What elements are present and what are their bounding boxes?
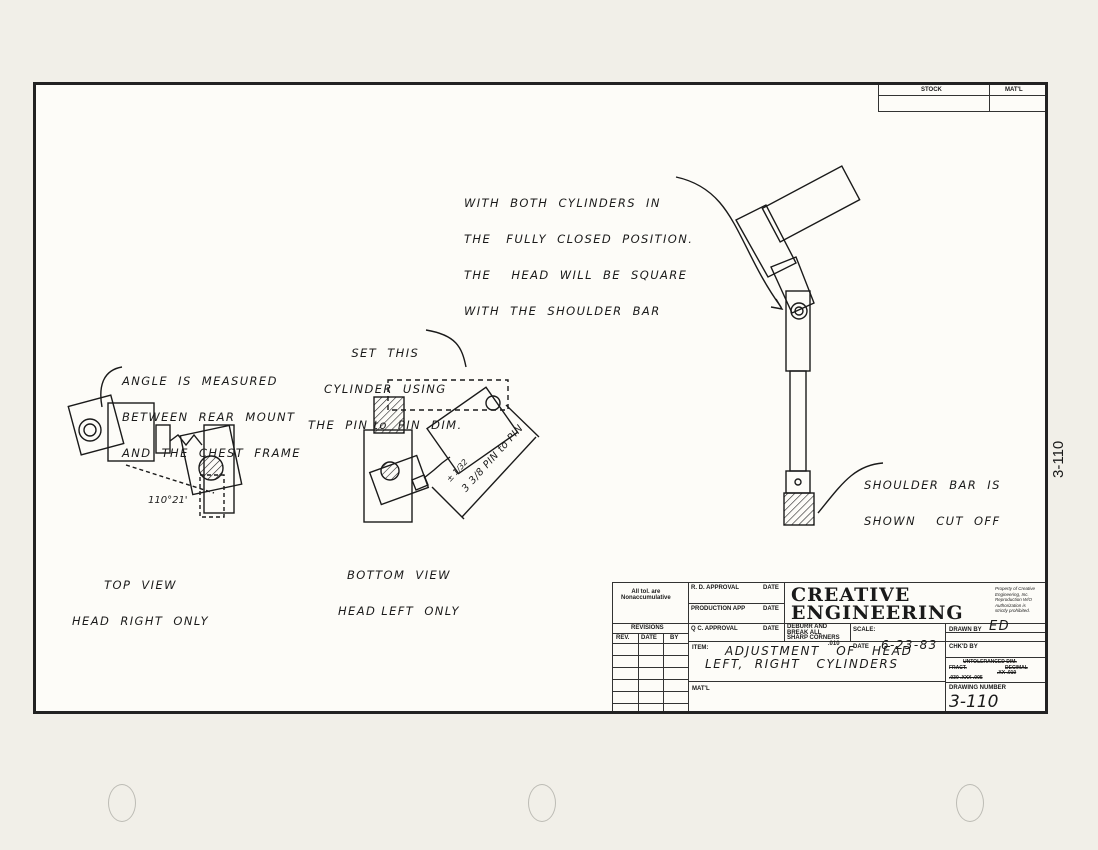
note-angle: ANGLE IS MEASURED BETWEEN REAR MOUNT AND… [122,374,301,460]
item-line-2: LEFT, RIGHT CYLINDERS [705,657,899,671]
qc-date-label: DATE [763,626,779,632]
side-drawing-number: 3-110 [1050,440,1067,478]
stock-box: STOCK MAT'L [878,85,1045,112]
label-top-view: TOP VIEW HEAD RIGHT ONLY [72,578,210,628]
fract-label: FRACT. [949,665,967,671]
production-app-label: PRODUCTION APP [691,606,746,612]
label-bottom-view: BOTTOM VIEW HEAD LEFT ONLY [338,568,460,618]
binder-hole-center [528,784,556,822]
matl-label: MAT'L [1005,87,1023,93]
decimal-label: DECIMAL [1005,665,1028,671]
tol-row-1: .XX .010 [997,670,1017,676]
logo-engineering: ENGINEERING [791,602,964,624]
drawn-by-label: DRAWN BY [949,627,982,633]
note-closed-position: WITH BOTH CYLINDERS IN THE FULLY CLOSED … [464,196,694,318]
matl-title-label: MAT'L [692,686,710,692]
bottom-view [363,329,540,523]
rd-date-label: DATE [763,585,779,591]
item-label: ITEM: [692,645,709,651]
note-set-cylinder: SET THIS CYLINDER USING THE PIN to PIN D… [308,346,463,432]
date-value: 6-23-83 [881,638,938,652]
all-tol-note: All tol. are Nonaccumulative [621,589,671,601]
item-line-1: ADJUSTMENT OF HEAD [725,644,913,658]
drawing-artwork [67,165,884,526]
rev-date-column-label: DATE [641,635,657,641]
drawing-number-label: DRAWING NUMBER [949,685,1006,691]
drawing-number-value: 3-110 [949,692,999,712]
binder-hole-right [956,784,984,822]
date-field-label: DATE [853,644,869,650]
drawing-sheet: STOCK MAT'L WITH BOTH CYLINDERS IN THE F… [33,82,1048,714]
deburr-note: DEBURR AND BREAK ALL SHARP CORNERS .010 [787,624,840,647]
top-view [67,366,243,518]
title-block: All tol. are Nonaccumulative R. D. APPRO… [612,582,1045,712]
binder-hole-left [108,784,136,822]
dim-angle: 110°21' [148,495,188,506]
property-note: Property of Creative Engineering, Inc. R… [995,586,1036,613]
note-shoulder-bar: SHOULDER BAR IS SHOWN CUT OFF [864,478,1001,528]
stock-label: STOCK [921,87,942,93]
untoleranced-dim: UNTOLERANCED DIM. [963,659,1017,665]
drawn-by-value: ED [989,619,1011,634]
scale-label: SCALE: [853,627,876,633]
rev-column-label: REV. [616,635,630,641]
side-assembly-view [675,165,884,526]
tol-row-2: .030 .XXX .005 [949,675,983,681]
logo-creative: CREATIVE [791,584,911,606]
chkd-by-label: CHK'D BY [949,644,978,650]
qc-approval-label: Q C. APPROVAL [691,626,738,632]
revisions-label: REVISIONS [631,625,664,631]
rd-approval-label: R. D. APPROVAL [691,585,740,591]
production-date-label: DATE [763,606,779,612]
rev-by-column-label: BY [670,635,679,641]
